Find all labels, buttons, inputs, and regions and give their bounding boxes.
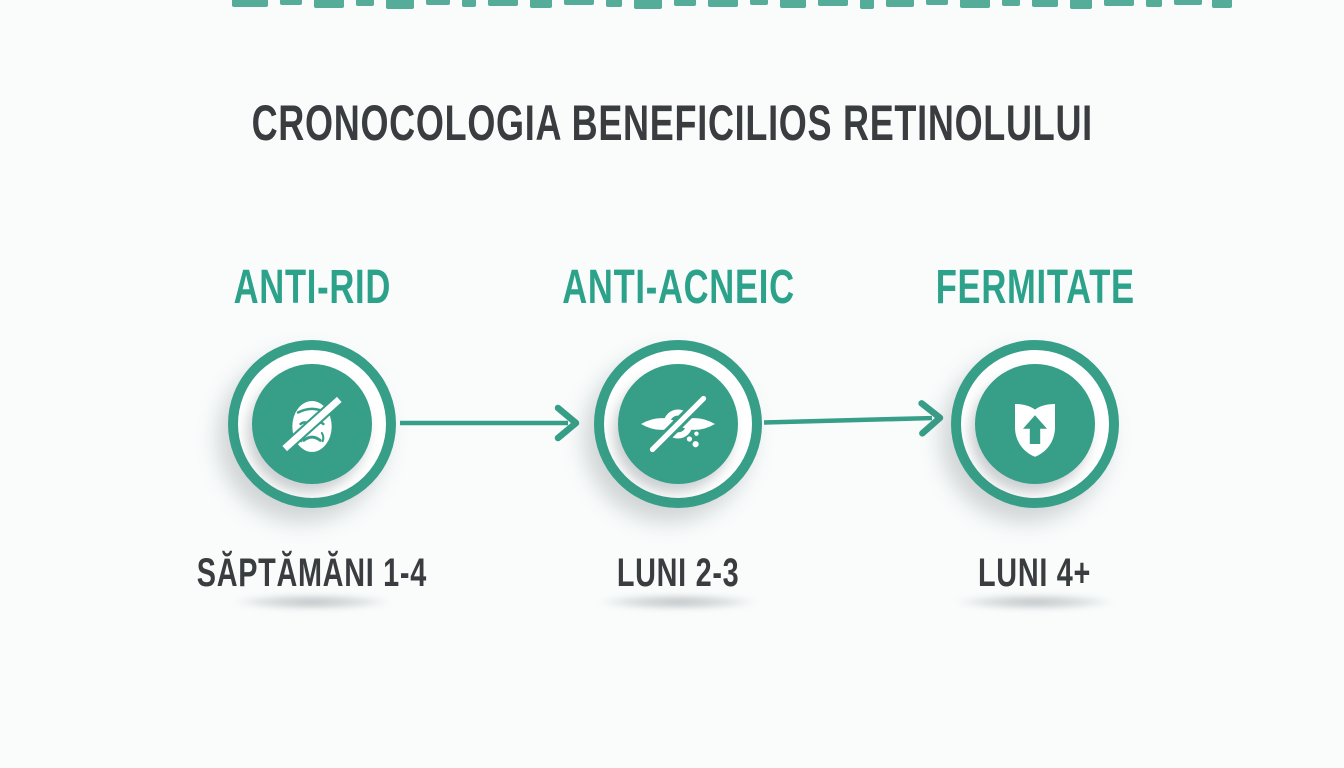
arrow-right-icon (400, 404, 580, 442)
top-strip-segment (426, 0, 450, 5)
top-strip-segment (564, 0, 594, 5)
top-strip-segment (960, 0, 990, 8)
stage-label: SĂPTĂMĂNI 1-4 (142, 550, 482, 596)
stage-label: LUNI 4+ (865, 550, 1205, 596)
stage-circle (594, 340, 762, 508)
stage-anti-rid: ANTI-RID SĂPTĂMĂNI 1-4 (142, 262, 482, 610)
anti-wrinkle-face-icon (279, 393, 345, 455)
top-strip-segment (1174, 0, 1202, 5)
stage-heading-text: ANTI-RID (233, 261, 391, 314)
stage-heading-text: FERMITATE (935, 261, 1135, 314)
top-strip-segment (1002, 0, 1020, 6)
stage-circle-disc (252, 364, 372, 484)
stage-circle (228, 340, 396, 508)
top-strip-segment (356, 0, 374, 6)
top-strip-segment (314, 0, 344, 8)
top-strip-segment (860, 0, 874, 9)
top-strip-segment (780, 0, 806, 8)
top-strip-segment (750, 0, 768, 5)
top-strip-segment (386, 0, 414, 9)
stage-circle-disc (618, 364, 738, 484)
top-strip-segment (886, 0, 914, 7)
ground-shadow (955, 594, 1115, 610)
top-strip-segment (818, 0, 848, 6)
stage-label-text: SĂPTĂMĂNI 1-4 (196, 551, 428, 595)
stage-fermitate: FERMITATE LUNI 4+ (865, 262, 1205, 610)
ground-shadow (232, 594, 392, 610)
top-strip-segment (634, 0, 662, 9)
top-strip (0, 0, 1344, 10)
top-strip-segment (674, 0, 696, 6)
top-strip-segment (1032, 0, 1058, 7)
anti-acne-icon (641, 395, 715, 453)
stage-circle (951, 340, 1119, 508)
ground-shadow (598, 594, 758, 610)
top-strip-segment (708, 0, 738, 7)
top-strip-segment (462, 0, 476, 7)
page-title-text: CRONOCOLOGIA BENEFICILIOS RETINOLULUI (251, 95, 1093, 151)
stage-heading: ANTI-ACNEIC (508, 262, 848, 324)
stage-heading: ANTI-RID (142, 262, 482, 324)
top-strip-segment (530, 0, 552, 8)
stage-anti-acneic: ANTI-ACNEIC LUNI 2-3 (508, 262, 848, 610)
stage-label: LUNI 2-3 (508, 550, 848, 596)
top-strip-segment (926, 0, 948, 5)
top-strip-segment (1212, 0, 1232, 8)
stage-label-text: LUNI 2-3 (616, 551, 740, 595)
stage-heading: FERMITATE (865, 262, 1205, 324)
stage-heading-text: ANTI-ACNEIC (561, 261, 795, 314)
firmness-shield-icon (1015, 404, 1055, 457)
top-strip-segment (1070, 0, 1092, 9)
stage-circle-disc (975, 364, 1095, 484)
page-title: CRONOCOLOGIA BENEFICILIOS RETINOLULUI (0, 94, 1344, 152)
top-strip-segment (1104, 0, 1134, 6)
top-strip-segment (1146, 0, 1162, 7)
top-strip-segment (232, 0, 268, 7)
top-strip-segment (280, 0, 302, 5)
top-strip-segment (606, 0, 622, 7)
stage-label-text: LUNI 4+ (978, 551, 1092, 595)
top-strip-segment (488, 0, 518, 6)
arrow-right-icon (763, 400, 944, 437)
